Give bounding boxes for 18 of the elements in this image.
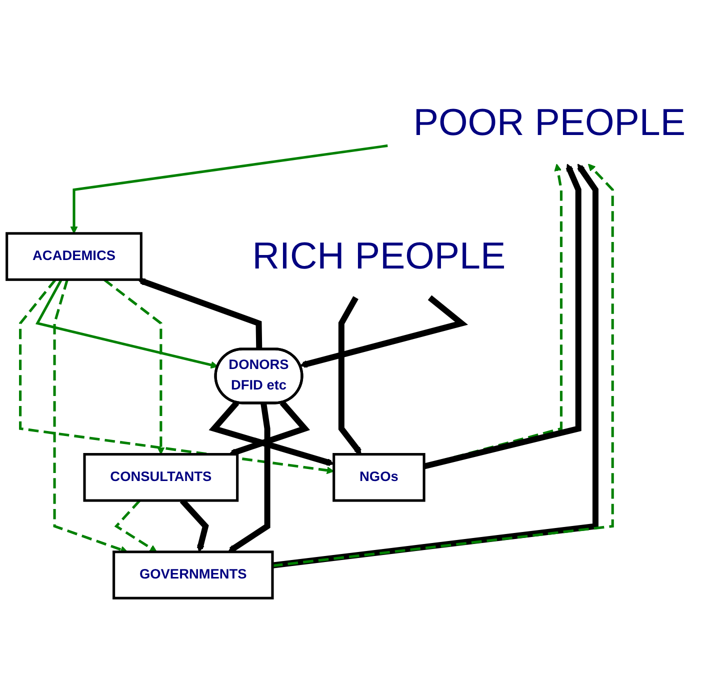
arrow — [300, 295, 468, 368]
node-box: CONSULTANTS — [83, 453, 239, 502]
node-box: NGOs — [332, 453, 426, 502]
node-text: POOR PEOPLE — [413, 102, 686, 144]
node-text: RICH PEOPLE — [252, 235, 506, 278]
arrow — [208, 400, 334, 466]
node-box: ACADEMICS — [6, 232, 142, 281]
arrow — [70, 144, 388, 234]
arrow — [138, 278, 262, 350]
arrow — [103, 278, 165, 455]
node-box: GOVERNMENTS — [112, 550, 274, 600]
arrow — [228, 400, 310, 456]
arrow — [53, 279, 128, 554]
arrow — [114, 500, 158, 552]
arrow — [228, 402, 270, 552]
arrow — [19, 278, 334, 474]
arrow — [338, 296, 362, 455]
arrow — [35, 279, 218, 369]
